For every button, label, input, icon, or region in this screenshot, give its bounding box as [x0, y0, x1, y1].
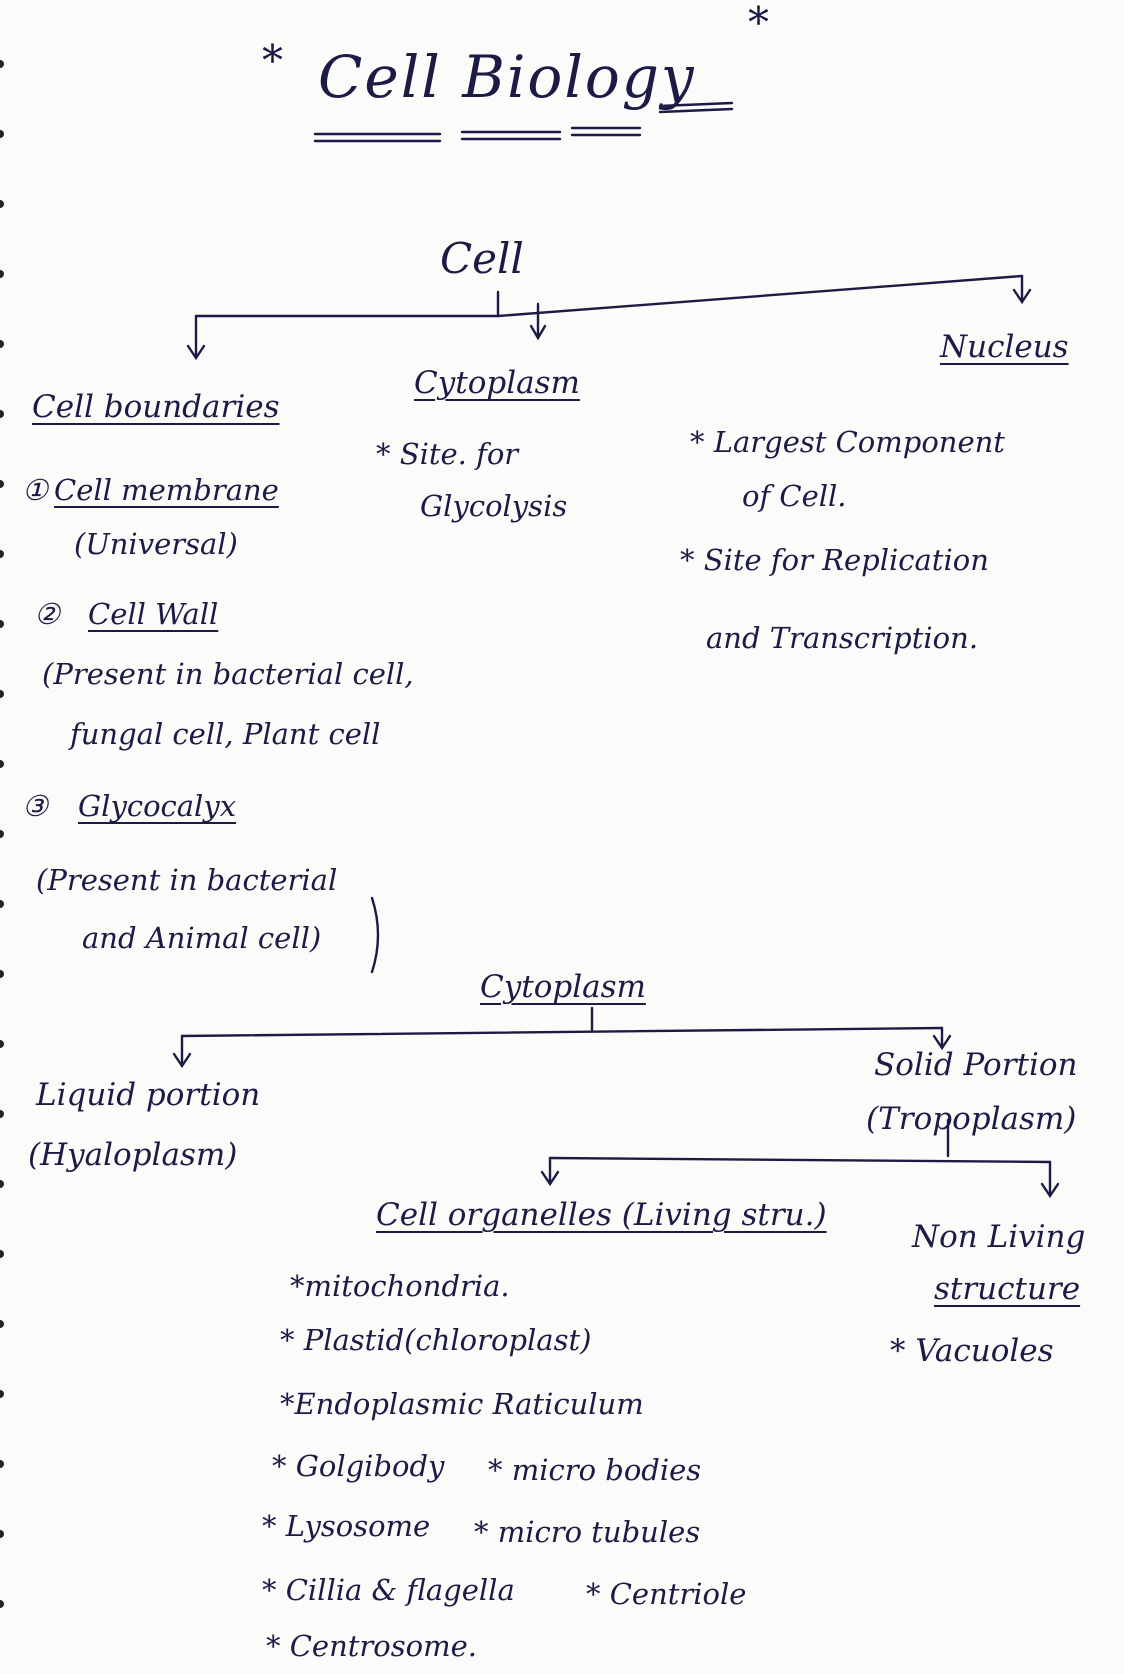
title-star-right: * — [748, 0, 769, 47]
organelle-item: * Centrosome. — [266, 1629, 477, 1663]
liquid-portion-heading: Liquid portion — [36, 1077, 261, 1113]
organelle-item: * Lysosome — [262, 1509, 431, 1543]
organelle-item: * micro bodies — [488, 1453, 702, 1487]
non-living-heading-line: Non Living — [912, 1219, 1086, 1255]
cell-wall-label: Cell Wall — [88, 597, 219, 631]
liquid-portion-sub: (Hyaloplasm) — [28, 1137, 238, 1173]
cell-root-label: Cell — [440, 234, 524, 283]
organelle-item: * Golgibody — [272, 1449, 445, 1483]
cell-wall-note-line: fungal cell, Plant cell — [70, 717, 381, 751]
cell-membrane-note: (Universal) — [74, 527, 238, 561]
cytoplasm-line: Glycolysis — [420, 489, 568, 523]
cell-boundaries-heading: Cell boundaries — [32, 389, 280, 425]
glycocalyx-label: Glycocalyx — [78, 789, 237, 823]
nucleus-heading: Nucleus — [940, 329, 1069, 365]
nucleus-line: * Site for Replication — [680, 543, 989, 577]
nucleus-line: of Cell. — [742, 479, 847, 513]
organelle-item: *mitochondria. — [290, 1269, 510, 1303]
item-number: ① — [22, 473, 48, 507]
item-number: ② — [34, 597, 60, 631]
glycocalyx-note-line: (Present in bacterial — [36, 863, 338, 897]
organelle-item: * Centriole — [586, 1577, 747, 1611]
cell-membrane-label: Cell membrane — [54, 473, 279, 507]
organelle-item: *Endoplasmic Raticulum — [280, 1387, 644, 1421]
cytoplasm-heading: Cytoplasm — [414, 365, 580, 401]
glycocalyx-note-line: and Animal cell) — [82, 921, 322, 955]
item-number: ③ — [22, 789, 48, 823]
non-living-heading-line: structure — [934, 1271, 1081, 1307]
nucleus-line: * Largest Component — [690, 425, 1005, 459]
nucleus-line: and Transcription. — [706, 621, 979, 655]
cytoplasm-tree-root: Cytoplasm — [480, 969, 646, 1005]
page-title: Cell Biology — [318, 43, 696, 111]
organelles-heading: Cell organelles (Living stru.) — [376, 1197, 827, 1233]
organelle-item: * Cillia & flagella — [262, 1573, 515, 1607]
cell-wall-note-line: (Present in bacterial cell, — [42, 657, 414, 691]
non-living-item: * Vacuoles — [890, 1333, 1054, 1369]
title-star-left: * — [262, 36, 283, 85]
organelle-item: * Plastid(chloroplast) — [280, 1323, 592, 1357]
organelle-item: * micro tubules — [474, 1515, 701, 1549]
solid-portion-sub: (Tropoplasm) — [866, 1101, 1077, 1137]
solid-portion-heading: Solid Portion — [874, 1047, 1078, 1083]
cytoplasm-line: * Site. for — [376, 437, 519, 471]
